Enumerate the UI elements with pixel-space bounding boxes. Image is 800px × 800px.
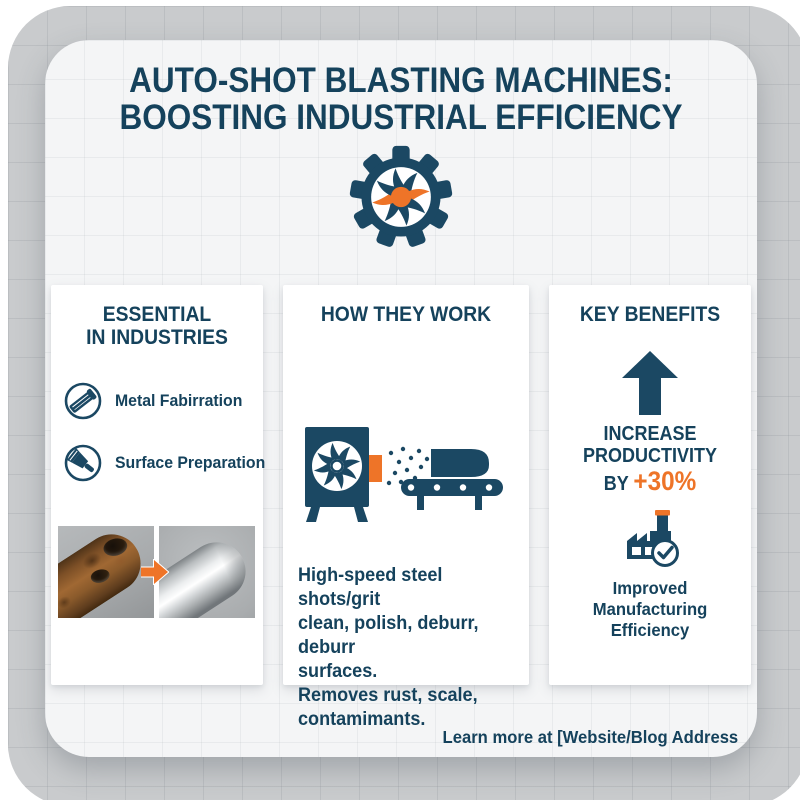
how-description-line: contamimants.	[298, 709, 426, 730]
increase-icon-wrap	[549, 351, 751, 415]
factory-icon-wrap	[549, 507, 751, 569]
rusty-pipe	[58, 526, 152, 618]
industry-item-label: Metal Fabirration	[115, 391, 243, 410]
factory-check-icon	[627, 510, 679, 567]
header-icon-wrap	[45, 144, 757, 250]
polished-pipe-photo	[159, 526, 255, 618]
up-arrow-icon	[622, 351, 678, 415]
stat-line2: PRODUCTIVITY	[582, 445, 718, 467]
page-title: AUTO-SHOT BLASTING MACHINES: BOOSTING IN…	[81, 40, 722, 136]
polished-pipe	[159, 531, 255, 618]
steel-bar-icon	[64, 382, 102, 420]
how-heading: HOW THEY WORK	[320, 303, 492, 326]
workpiece	[430, 449, 489, 477]
page-title-line1: AUTO-SHOT BLASTING MACHINES:	[129, 61, 673, 100]
benefit2-line1: Improved	[612, 578, 688, 598]
how-description-line: surfaces.	[298, 661, 378, 682]
benefit2-line2: Manufacturing	[592, 599, 708, 619]
productivity-stat: INCREASE PRODUCTIVITY BY +30%	[559, 423, 741, 498]
stat-line3: BY +30%	[559, 467, 741, 498]
industries-heading: ESSENTIAL IN INDUSTRIES	[59, 285, 254, 349]
stat-prefix: BY	[603, 473, 634, 495]
industries-card: ESSENTIAL IN INDUSTRIES Metal Fabirratio	[51, 285, 265, 685]
how-description: High-speed steel shots/grit clean, polis…	[298, 564, 514, 732]
brush-icon	[64, 444, 102, 482]
stat-value: +30%	[633, 466, 697, 496]
benefits-heading: KEY BENEFITS	[579, 303, 721, 326]
industry-item-surface: Surface Preparation	[63, 443, 277, 483]
page-title-line2: BOOSTING INDUSTRIAL EFFICIENCY	[119, 98, 683, 137]
benefits-card: KEY BENEFITS INCREASE PRODUCTIVITY BY +3…	[549, 285, 751, 685]
industry-item-label: Surface Preparation	[115, 453, 266, 472]
industries-heading-line2: IN INDUSTRIES	[86, 326, 228, 349]
how-card: HOW THEY WORK	[283, 285, 529, 730]
how-description-line: High-speed steel shots/grit	[298, 565, 443, 610]
pipe-end-cap	[198, 531, 255, 598]
how-description-line: clean, polish, deburr, deburr	[298, 613, 479, 658]
footer-learn-more: Learn more at [Website/Blog Address	[442, 727, 738, 747]
industries-heading-line1: ESSENTIAL	[102, 303, 212, 326]
how-description-line: Removes rust, scale,	[298, 685, 478, 706]
efficiency-benefit: Improved Manufacturing Efficiency	[554, 578, 746, 641]
rusty-pipe-photo	[58, 526, 154, 618]
stat-line1: INCREASE	[603, 423, 697, 445]
pipe-hole	[101, 535, 130, 559]
right-arrow-icon	[141, 559, 169, 585]
before-after-images	[58, 526, 255, 618]
main-sheet: AUTO-SHOT BLASTING MACHINES: BOOSTING IN…	[45, 40, 757, 757]
nozzle	[368, 455, 382, 482]
cards-row: ESSENTIAL IN INDUSTRIES Metal Fabirratio	[51, 285, 751, 730]
blast-machine-conveyor-icon	[304, 427, 503, 522]
machine-illustration-wrap	[283, 425, 529, 525]
industry-item-metal: Metal Fabirration	[63, 381, 252, 421]
pipe-hole	[89, 567, 112, 585]
gear-turbine-icon	[349, 145, 453, 247]
conveyor-belt	[400, 479, 503, 496]
benefit2-line3: Efficiency	[610, 620, 690, 640]
